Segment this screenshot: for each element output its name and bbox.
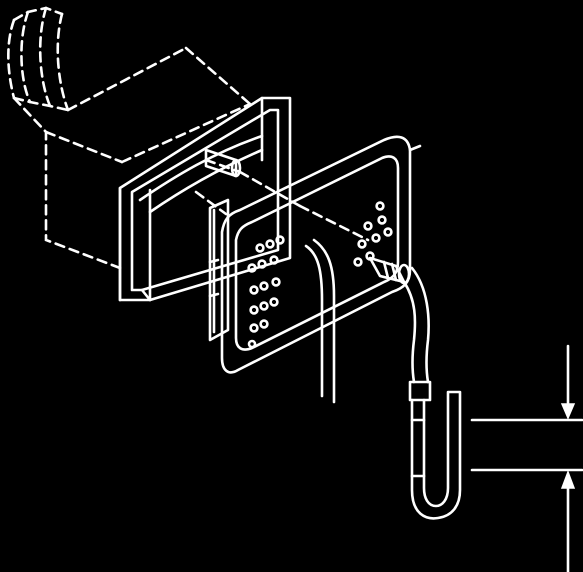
level-dimension-marks bbox=[470, 344, 583, 572]
alignment-lines bbox=[194, 158, 370, 242]
dashed-rear-housing bbox=[7, 6, 252, 270]
panel-cable bbox=[304, 238, 336, 404]
flexible-hose bbox=[402, 266, 430, 384]
sleeve-fitting bbox=[204, 148, 242, 178]
u-tube-manometer bbox=[408, 380, 462, 520]
gasket-bracket bbox=[208, 198, 230, 342]
hose-connector bbox=[368, 256, 411, 285]
front-panel bbox=[220, 135, 422, 374]
mounting-sleeve bbox=[118, 96, 292, 302]
panel-indicators-left bbox=[247, 235, 285, 349]
panel-indicators-right bbox=[353, 201, 393, 267]
